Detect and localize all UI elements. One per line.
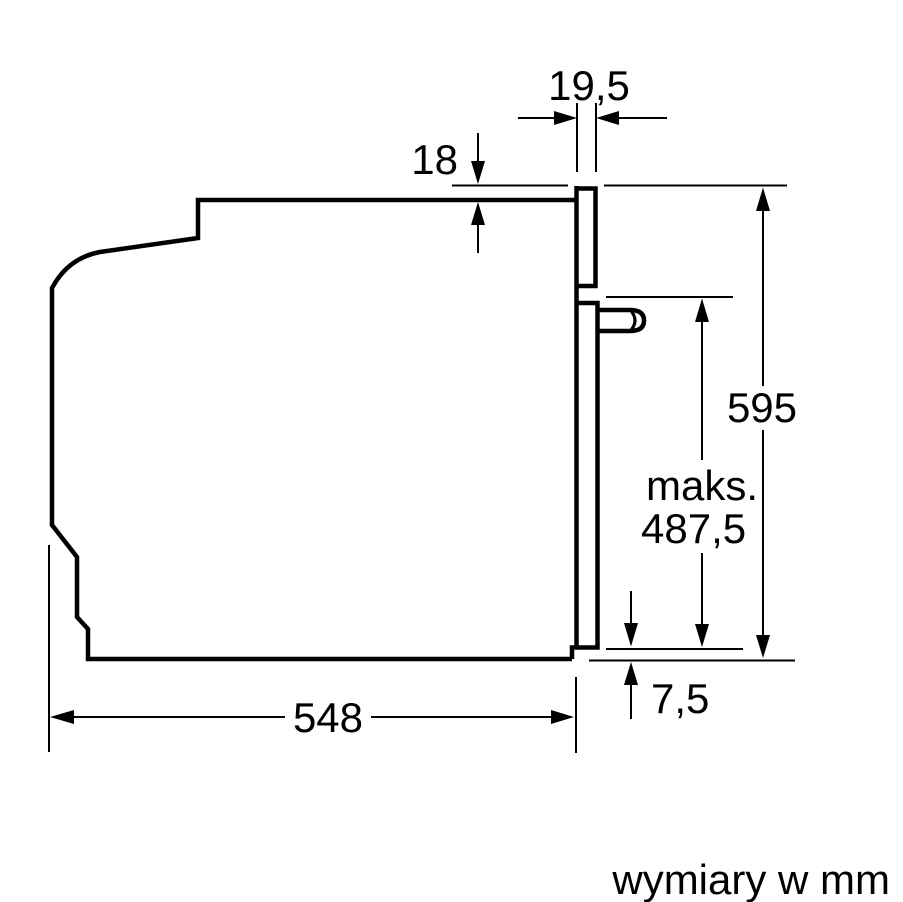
dimension-label-bottom-gap: 7,5 [651,675,709,722]
arrowhead-down-icon [756,635,770,658]
front-frame-top-panel [576,186,598,289]
arrowhead-down-icon [624,623,638,647]
arrowhead-down-icon [471,161,485,184]
dimension-front-frame-width: 19,5 [518,62,667,172]
arrowhead-left-icon [596,111,619,125]
arrowhead-up-icon [471,202,485,225]
door-handle [598,307,647,334]
dimension-label-body-depth: 548 [293,694,363,741]
dimension-label-front-height: 595 [727,384,797,431]
dimension-body-depth: 548 [48,545,577,753]
arrowhead-down-icon [695,624,709,647]
oven-body-outline [49,197,577,662]
dimension-label-front-frame-width: 19,5 [548,62,630,109]
door-handle-end-cap [630,310,637,331]
arrowhead-left-icon [50,710,74,724]
arrowhead-up-icon [756,187,770,211]
arrowhead-up-icon [624,662,638,685]
dimension-front-height: 595 [589,187,797,662]
dimension-bottom-gap: 7,5 [624,591,709,722]
dimension-label-door-max-value: 487,5 [641,505,746,552]
oven-outline-group [49,186,647,662]
dimension-top-offset: 18 [411,133,787,253]
arrowhead-right-icon [554,111,577,125]
oven-door [569,300,600,659]
dimension-label-door-max-prefix: maks. [646,462,758,509]
arrowhead-right-icon [551,710,574,724]
arrowhead-up-icon [695,298,709,322]
dimension-label-top-offset: 18 [411,136,458,183]
dimension-door-max: maks. 487,5 [606,296,758,650]
units-caption: wymiary w mm [611,856,890,902]
